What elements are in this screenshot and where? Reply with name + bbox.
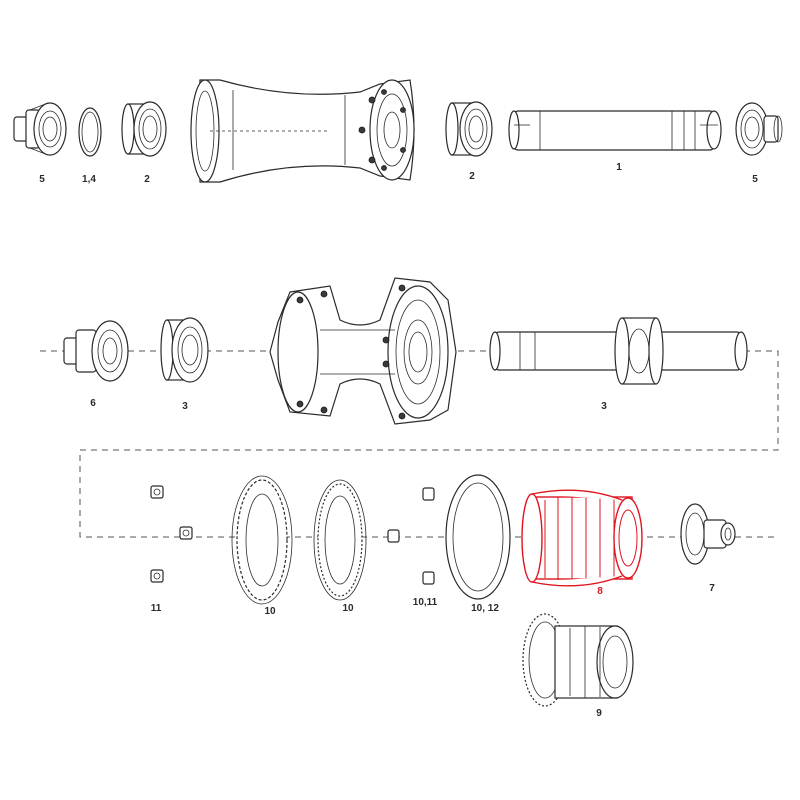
label-part-2-left: 2	[144, 174, 150, 185]
part-9-freehub-assembly	[522, 613, 634, 707]
label-part-1: 1	[616, 162, 622, 173]
label-part-7: 7	[709, 583, 715, 594]
label-part-8: 8	[597, 586, 603, 597]
part-8-freehub-body	[521, 489, 643, 587]
part-3-bearing-left	[160, 317, 209, 383]
part-10-ratchet-ring-a	[231, 475, 293, 605]
part-7-end-cap	[680, 503, 736, 565]
part-1012-seal-ring	[445, 474, 511, 600]
label-part-11: 11	[150, 603, 162, 614]
label-part-10-b: 10	[342, 603, 354, 614]
label-part-3-left: 3	[182, 401, 188, 412]
part-11-pawls	[150, 485, 193, 583]
label-part-1012: 10, 12	[471, 603, 499, 614]
part-14-o-ring	[78, 107, 102, 157]
label-part-3-right: 3	[601, 401, 607, 412]
part-2-bearing-left	[121, 101, 167, 157]
part-1011-springs	[387, 487, 435, 585]
part-5-end-cap-right	[735, 102, 783, 156]
part-3-axle-bearing	[489, 317, 748, 385]
label-part-6: 6	[90, 398, 96, 409]
front-hub-shell	[190, 79, 415, 183]
label-part-1011: 10,11	[412, 597, 438, 608]
label-part-10-a: 10	[264, 606, 276, 617]
rear-hub-shell	[269, 277, 457, 425]
part-6-end-cap	[63, 320, 129, 382]
label-part-14: 1,4	[82, 174, 96, 185]
label-part-9: 9	[596, 708, 602, 719]
part-10-ratchet-ring-b	[313, 479, 367, 601]
label-part-2-right: 2	[469, 171, 475, 182]
label-part-5-right: 5	[752, 174, 758, 185]
assembly-axis-line	[40, 350, 779, 538]
label-part-5-left: 5	[39, 174, 45, 185]
part-1-axle	[508, 110, 722, 151]
part-2-bearing-right	[445, 101, 493, 157]
part-5-end-cap-left	[13, 102, 67, 156]
